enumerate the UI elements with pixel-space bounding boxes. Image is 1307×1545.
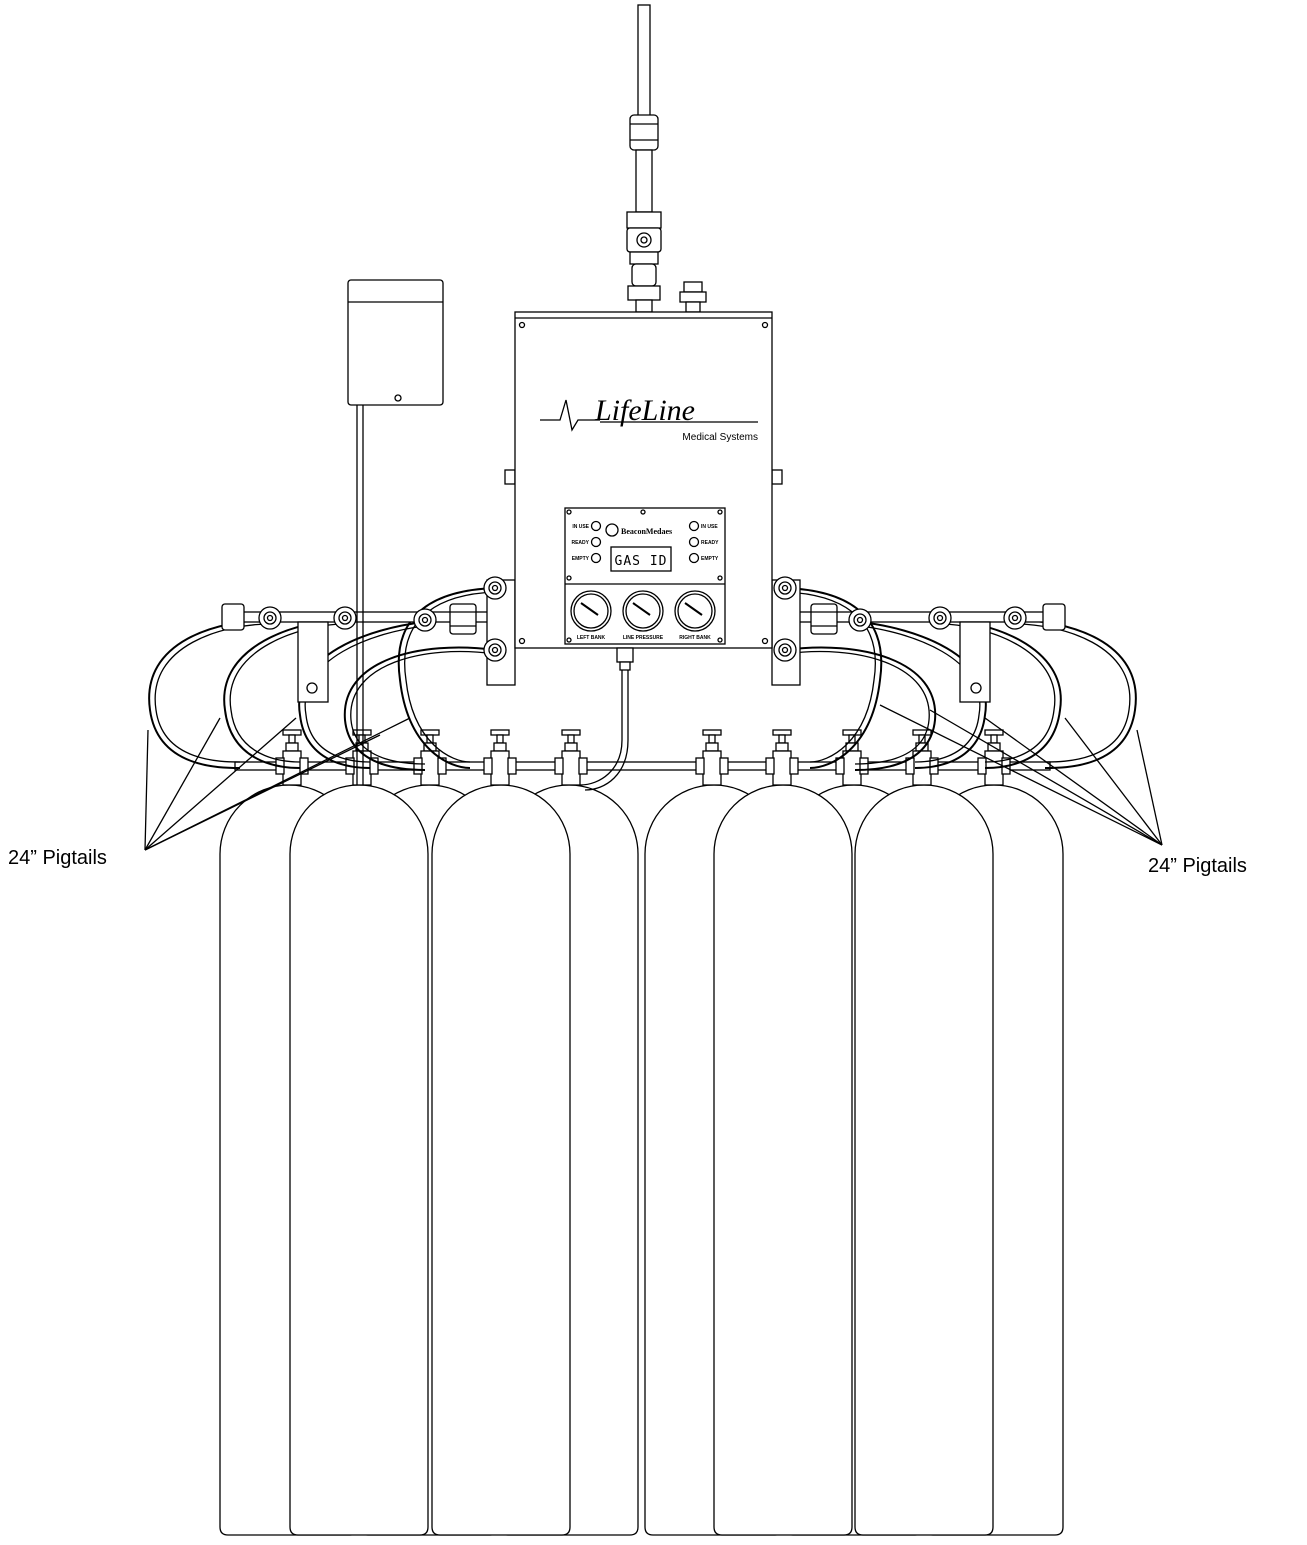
indicator-led-icon	[590, 536, 602, 548]
gauge-label: LINE PRESSURE	[623, 635, 664, 641]
pressure-gauge-icon	[674, 590, 716, 632]
callout-left: 24” Pigtails	[8, 717, 411, 869]
indicator-led-icon	[590, 552, 602, 564]
cylinder-front-1	[431, 784, 571, 1536]
valve-icon	[977, 729, 1011, 786]
valve-icon	[765, 729, 799, 786]
cylinders	[219, 784, 1064, 1536]
left-indicator-label: EMPTY	[572, 556, 590, 562]
indicator-led-icon	[688, 552, 700, 564]
valve-icon	[554, 729, 588, 786]
pigtail-fitting-icon	[848, 608, 872, 632]
control-panel: BeaconMedaes GAS ID IN USE READY EMPTY IN U…	[564, 507, 726, 645]
right-indicator-label: EMPTY	[701, 556, 719, 562]
brand-tagline: Medical Systems	[682, 432, 758, 443]
pigtail-fitting-icon	[483, 576, 507, 600]
left-pigtail-callout: 24” Pigtails	[8, 847, 107, 869]
lower-pipe-run	[234, 761, 1051, 771]
pigtail-fitting-icon	[773, 576, 797, 600]
beacon-logo-icon	[605, 523, 619, 537]
gauge-label: RIGHT BANK	[679, 635, 711, 641]
pressure-gauge-icon	[570, 590, 612, 632]
indicator-led-icon	[590, 520, 602, 532]
manifold-cabinet: LifeLine Medical Systems BeaconMedaes GA…	[514, 4, 773, 791]
indicator-led-icon	[688, 536, 700, 548]
valve-icon	[483, 729, 517, 786]
left-indicator-label: READY	[571, 540, 589, 546]
pigtail-fitting-icon	[413, 608, 437, 632]
pigtail-fitting-icon	[333, 606, 357, 630]
callout-right: 24” Pigtails	[879, 704, 1247, 877]
alarm-box	[347, 279, 444, 785]
cylinder-front-0	[289, 784, 429, 1536]
pigtail-fitting-icon	[483, 638, 507, 662]
right-indicator-label: READY	[701, 540, 719, 546]
pressure-gauge-icon	[622, 590, 664, 632]
pigtail-fitting-icon	[773, 638, 797, 662]
right-indicator-label: IN USE	[701, 524, 718, 530]
cylinder-front-2	[713, 784, 853, 1536]
valve-icon	[413, 729, 447, 786]
cylinder-front-3	[854, 784, 994, 1536]
left-indicator-label: IN USE	[572, 524, 589, 530]
right-pigtail-callout: 24” Pigtails	[1148, 855, 1247, 877]
gauge-label: LEFT BANK	[577, 635, 606, 641]
indicator-led-icon	[688, 520, 700, 532]
valve-icon	[695, 729, 729, 786]
pigtail-fitting-icon	[928, 606, 952, 630]
panel-logo: BeaconMedaes	[621, 527, 672, 536]
pigtail-fitting-icon	[258, 606, 282, 630]
pigtail-fittings	[258, 576, 1027, 662]
pigtail-fitting-icon	[1003, 606, 1027, 630]
lifeline-logo: LifeLine Medical Systems	[540, 394, 758, 443]
gas-id-display: GAS ID	[615, 554, 668, 569]
